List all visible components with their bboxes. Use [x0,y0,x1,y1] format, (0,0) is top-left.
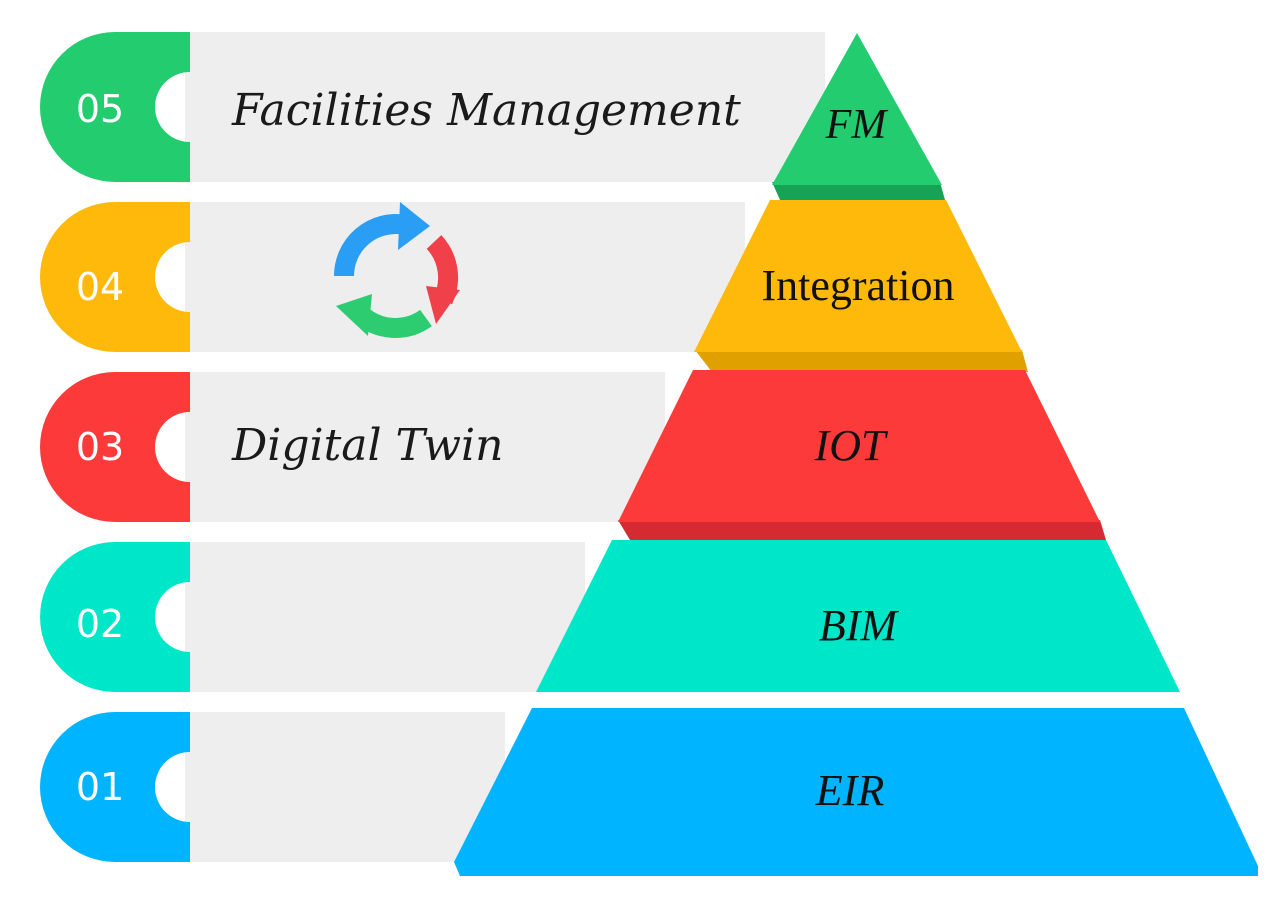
tab-03 [40,372,190,522]
row-05: 05 Facilities Management FM [40,32,945,200]
row-02: 02 BIM [40,540,1180,692]
tier-base-fm [772,182,945,200]
tab-04 [40,202,190,352]
caption-03: Digital Twin [231,420,503,471]
step-number-04: 04 [76,265,124,309]
cycle-arrows-icon [334,202,460,338]
tier-base-iot [618,520,1106,540]
band-04 [185,202,745,352]
tier-label-bim: BIM [819,601,900,650]
step-number-01: 01 [76,765,124,809]
band-01 [185,712,505,862]
tab-02 [40,542,190,692]
step-number-02: 02 [76,602,124,646]
step-number-03: 03 [76,425,124,469]
tier-eir [454,708,1258,876]
tier-integration [694,200,1022,352]
tab-05 [40,32,190,182]
tier-base-integration [695,350,1028,372]
tier-fm [772,33,942,185]
tier-label-fm: FM [825,102,889,148]
band-03 [185,372,665,522]
step-number-05: 05 [76,87,124,131]
tier-label-iot: IOT [814,421,889,470]
row-01: 01 EIR [40,708,1258,876]
band-05 [185,32,825,182]
caption-05: Facilities Management [231,85,741,136]
row-03: 03 Digital Twin IOT [40,370,1106,540]
tier-label-integration: Integration [761,261,954,310]
tier-label-eir: EIR [815,766,885,815]
row-04: 04 Integration [40,200,1028,372]
tier-iot [618,370,1100,522]
tier-bim [536,540,1180,692]
band-02 [185,542,585,692]
tab-01 [40,712,190,862]
